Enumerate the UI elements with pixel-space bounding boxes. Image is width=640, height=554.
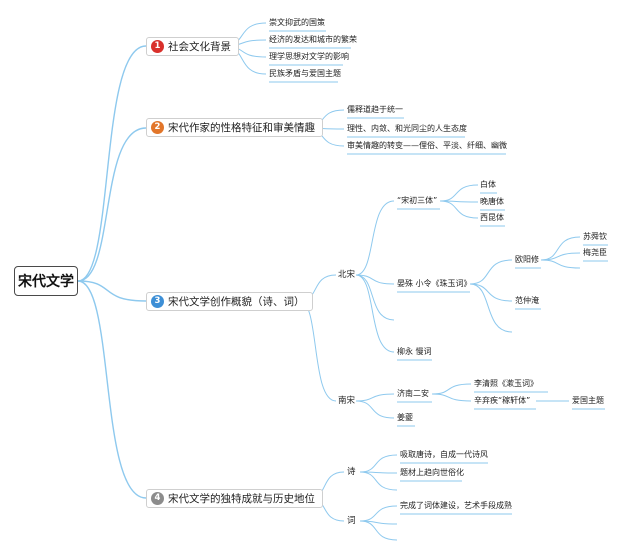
fan-zhong-yan-node[interactable]: 范仲淹 <box>515 296 539 305</box>
badge-4-icon: 4 <box>151 492 164 505</box>
topic-3-node[interactable]: 3 宋代文学创作概貌（诗、词） <box>146 292 313 311</box>
badge-1-icon: 1 <box>151 40 164 53</box>
leaf-2-1[interactable]: 儒释道趋于统一 <box>347 105 403 114</box>
connector-line-36 <box>359 505 398 522</box>
connector-line-2 <box>77 280 147 302</box>
connector-line-13 <box>355 200 395 276</box>
topic-4-node[interactable]: 4 宋代文学的独特成就与历史地位 <box>146 489 323 508</box>
topic-3-label: 宋代文学创作概貌（诗、词） <box>168 296 305 308</box>
connector-line-17 <box>439 184 479 202</box>
connector-line-27 <box>355 400 395 419</box>
connector-line-3 <box>77 280 147 499</box>
ouyang-xiu-node[interactable]: 欧阳修 <box>515 255 539 264</box>
connector-line-14 <box>355 274 395 285</box>
leaf-1-3[interactable]: 理学思想对文学的影响 <box>269 52 349 61</box>
topic-1-label: 社会文化背景 <box>168 41 231 53</box>
root-node[interactable]: 宋代文学 <box>14 266 78 296</box>
song-chu-san-ti-node[interactable]: “宋初三体” <box>397 196 438 205</box>
leaf-shi-1[interactable]: 吸取唐诗，自成一代诗风 <box>400 450 488 459</box>
jiang-kui-node[interactable]: 姜夔 <box>397 413 413 422</box>
jinan-er-an-node[interactable]: 济南二安 <box>397 389 429 398</box>
connector-line-23 <box>540 236 581 261</box>
leaf-su-shun-qin[interactable]: 苏舜钦 <box>583 232 607 241</box>
connector-line-19 <box>439 200 479 219</box>
connector-line-1 <box>77 127 147 282</box>
leaf-2-2[interactable]: 理性、内敛、和光同尘的人生态度 <box>347 124 467 133</box>
connector-line-0 <box>77 45 147 282</box>
connector-line-21 <box>469 283 513 302</box>
leaf-shi-2[interactable]: 题材上趋向世俗化 <box>400 468 464 477</box>
leaf-1-4[interactable]: 民族矛盾与爱国主题 <box>269 69 341 78</box>
connector-line-33 <box>359 454 398 473</box>
leaf-bai-ti[interactable]: 白体 <box>480 180 496 189</box>
north-song-node[interactable]: 北宋 <box>338 270 356 280</box>
patriotic-theme-node[interactable]: 爱国主题 <box>572 396 604 405</box>
ci-node[interactable]: 词 <box>347 516 356 526</box>
connector-line-16 <box>355 274 395 353</box>
leaf-mei-yao-chen[interactable]: 梅尧臣 <box>583 248 607 257</box>
connector-line-12 <box>299 300 337 402</box>
connector-line-35 <box>359 471 398 491</box>
topic-2-label: 宋代作家的性格特征和审美情趣 <box>168 122 315 134</box>
liu-yong-node[interactable]: 柳永 慢词 <box>397 347 432 356</box>
topic-2-node[interactable]: 2 宋代作家的性格特征和审美情趣 <box>146 118 323 137</box>
leaf-xi-kun-ti[interactable]: 西昆体 <box>480 213 504 222</box>
leaf-2-3[interactable]: 审美情趣的转变——俚俗、平淡、纤细、幽微 <box>347 141 507 150</box>
leaf-wan-tang-ti[interactable]: 晚唐体 <box>480 197 504 206</box>
connector-line-22 <box>469 283 513 333</box>
leaf-1-2[interactable]: 经济的发达和城市的繁荣 <box>269 35 357 44</box>
south-song-node[interactable]: 南宋 <box>338 396 356 406</box>
leaf-1-1[interactable]: 崇文抑武的国策 <box>269 18 325 27</box>
shi-node[interactable]: 诗 <box>347 467 356 477</box>
connector-line-26 <box>355 393 395 402</box>
leaf-ci-1[interactable]: 完成了词体建设，艺术手段成熟 <box>400 501 512 510</box>
connector-line-38 <box>359 520 398 541</box>
connector-line-25 <box>540 259 581 269</box>
badge-2-icon: 2 <box>151 121 164 134</box>
connector-line-28 <box>431 383 472 395</box>
connector-line-15 <box>355 274 395 321</box>
connector-line-20 <box>469 259 513 285</box>
connector-line-29 <box>431 393 472 402</box>
topic-4-label: 宋代文学的独特成就与历史地位 <box>168 493 315 505</box>
yan-shu-node[interactable]: 晏殊 小令《珠玉词》 <box>397 279 472 288</box>
topic-1-node[interactable]: 1 社会文化背景 <box>146 37 239 56</box>
badge-3-icon: 3 <box>151 295 164 308</box>
li-qing-zhao-node[interactable]: 李清照《漱玉词》 <box>474 379 538 388</box>
xin-qi-ji-node[interactable]: 辛弃疾“稼轩体” <box>474 396 531 405</box>
